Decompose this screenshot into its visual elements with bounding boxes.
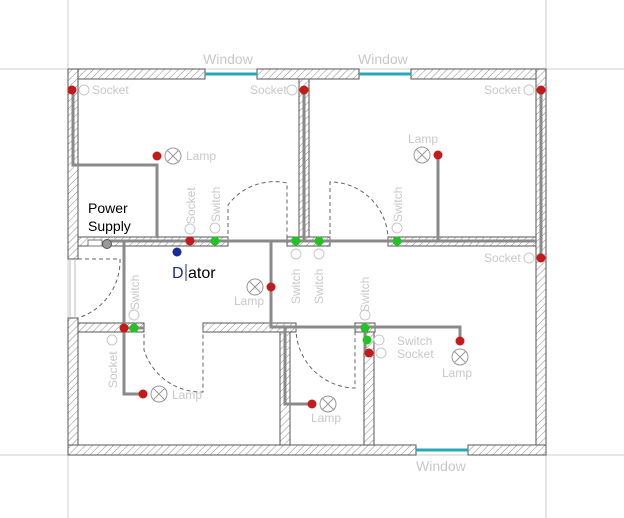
power-supply-label-line2: Supply [88,218,131,234]
socket-label: Socket [484,251,521,265]
socket-label: Socket [92,83,129,97]
lamp-label: Lamp [186,149,216,163]
socket-lower-left[interactable]: Socket [106,323,129,389]
interior-walls [77,78,537,446]
switch-upper-hall[interactable]: Switch [209,187,223,246]
selection-handle[interactable] [172,247,182,257]
editing-text-prefix[interactable]: D [172,265,184,282]
lamp-label: Lamp [311,411,341,425]
lamp-label: Lamp [234,294,264,308]
socket-label: Socket [106,351,120,388]
lamp-label: Lamp [172,388,202,402]
switch-right-room[interactable]: Switch [391,187,405,246]
switch-lower-left[interactable]: Switch [128,275,142,333]
lamp-lower-middle[interactable]: Lamp [307,395,342,425]
socket-label: Socket [250,83,287,97]
switch-middle-a[interactable]: Switch [289,236,303,305]
switch-label: Switch [128,275,142,310]
switch-label: Switch [209,187,223,222]
switch-lower-right[interactable]: Switch [362,334,433,348]
lamp-lower-right[interactable]: Lamp [442,336,472,381]
switch-label: Switch [312,269,326,304]
lamp-label: Lamp [442,366,472,380]
switch-label: Switch [391,187,405,222]
power-supply-node[interactable] [102,239,112,249]
window-label-top-right: Window [358,51,409,67]
switch-middle-b[interactable]: Switch [312,236,326,305]
switch-label: Switch [397,334,432,348]
power-supply-box[interactable] [87,239,103,247]
socket-lower-right[interactable]: Socket [364,347,435,361]
lamp-top-left[interactable]: Lamp [152,147,217,165]
window-label-bottom: Window [416,458,467,474]
lamp-top-right[interactable]: Lamp [408,132,443,164]
socket-top-middle[interactable]: Socket [250,83,309,97]
wiring [71,90,543,406]
socket-upper-hall[interactable]: Socket [184,187,198,246]
editing-text-suffix[interactable]: ator [188,265,216,282]
socket-label: Socket [397,347,434,361]
socket-top-right[interactable]: Socket [484,83,546,97]
doors [77,181,389,393]
switch-label: Switch [358,277,372,312]
window-label-top-left: Window [203,51,254,67]
socket-right-middle[interactable]: Socket [484,251,546,265]
switch-label: Switch [289,269,303,304]
lamp-center[interactable]: Lamp [234,278,276,308]
windows [69,72,468,452]
switch-lower-middle[interactable]: Switch [358,277,372,333]
socket-label: Socket [184,187,198,224]
power-supply-label-line1: Power [88,200,128,216]
lamp-lower-left[interactable]: Lamp [138,385,203,403]
lamp-label: Lamp [408,132,438,146]
socket-top-left[interactable]: Socket [67,83,130,97]
socket-label: Socket [484,83,521,97]
